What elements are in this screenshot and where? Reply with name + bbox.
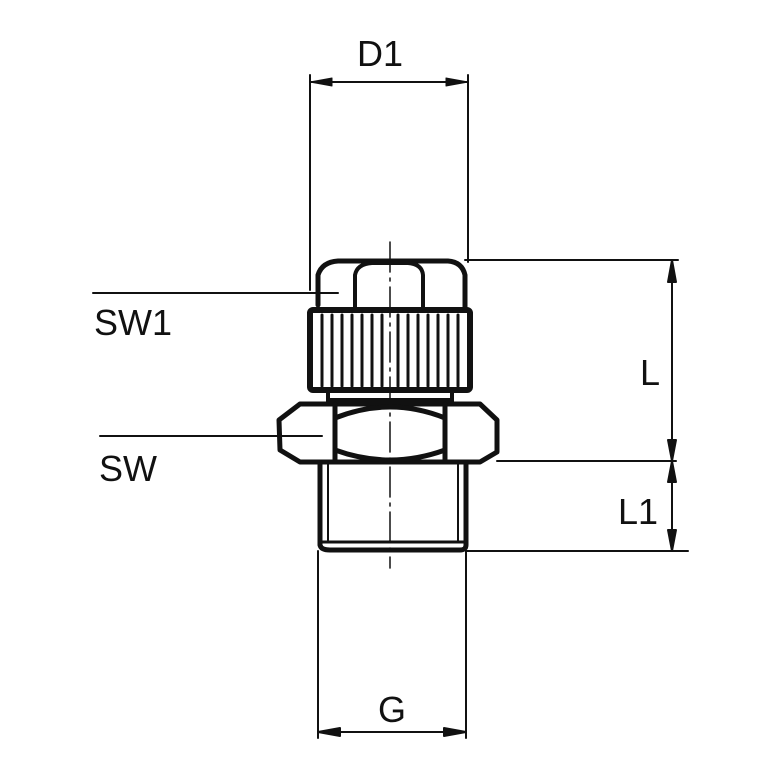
hex-nut (276, 401, 500, 465)
arrow-icon (309, 77, 333, 87)
label-l: L (640, 352, 660, 393)
arrow-icon (667, 460, 677, 483)
label-l1: L1 (618, 491, 658, 532)
cap-hex-top (315, 258, 468, 313)
arrow-icon (667, 259, 677, 283)
label-sw1: SW1 (94, 302, 172, 343)
arrow-icon (443, 727, 467, 737)
dimension-g (317, 550, 467, 739)
dimension-d1 (309, 74, 469, 291)
arrow-icon (317, 727, 341, 737)
label-sw: SW (99, 448, 157, 489)
threaded-shank (317, 459, 469, 553)
label-g: G (378, 689, 406, 730)
knurled-body (307, 307, 473, 393)
arrow-icon (667, 529, 677, 552)
label-d1: D1 (357, 33, 403, 74)
arrow-icon (667, 439, 677, 462)
arrow-icon (445, 77, 469, 87)
dimension-l-l1 (464, 259, 689, 552)
